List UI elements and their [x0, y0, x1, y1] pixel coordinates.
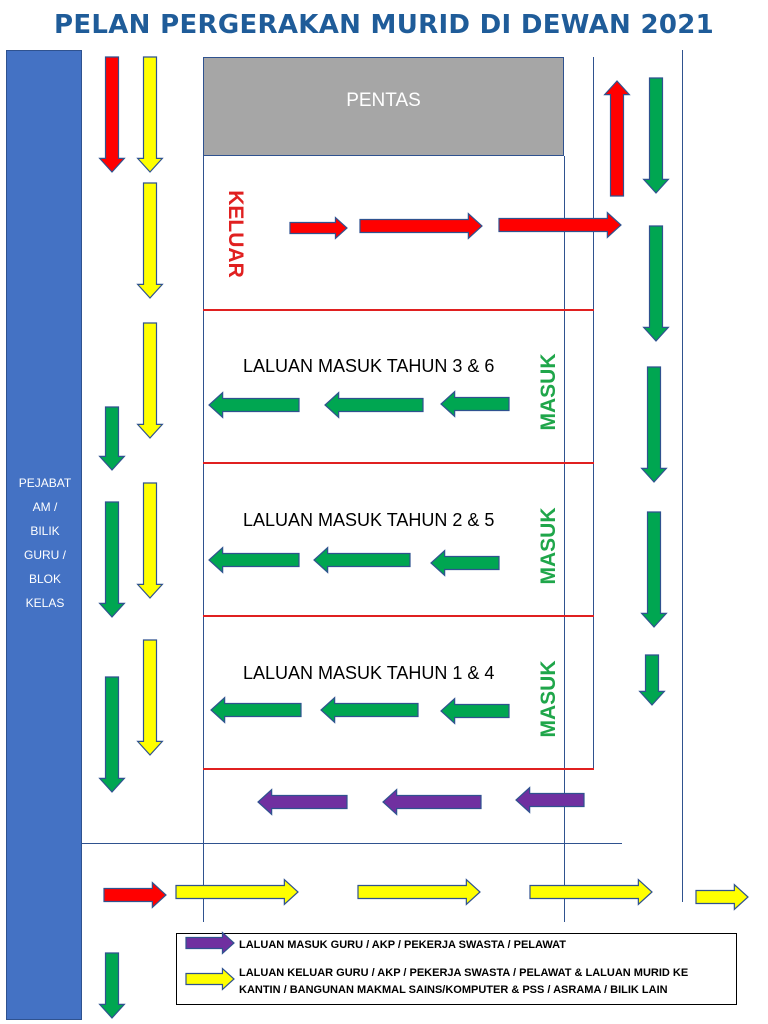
front-corridor-line — [82, 843, 622, 844]
legend: LALUAN MASUK GURU / AKP / PEKERJA SWASTA… — [176, 933, 737, 1005]
arrow-down — [136, 639, 164, 756]
arrow-right — [185, 931, 235, 955]
arrow-down — [136, 322, 164, 439]
arrow-down — [640, 366, 668, 483]
lane-divider — [203, 462, 594, 464]
hall-left-wall — [203, 156, 204, 922]
arrow-left — [208, 546, 300, 574]
arrow-right — [359, 212, 483, 240]
arrow-left — [320, 696, 419, 724]
legend-purple-text: LALUAN MASUK GURU / AKP / PEKERJA SWASTA… — [239, 939, 566, 951]
arrow-right — [357, 878, 481, 906]
arrow-left — [324, 391, 424, 419]
arrow-down — [98, 952, 126, 1019]
arrow-down — [98, 406, 126, 471]
arrow-left — [440, 697, 510, 725]
sidebar-label: PEJABAT AM / BILIK GURU / BLOK KELAS — [18, 476, 72, 610]
arrow-right — [498, 211, 622, 239]
arrow-down — [642, 225, 670, 342]
arrow-left — [208, 391, 300, 419]
arrow-down — [98, 501, 126, 618]
lane-divider — [203, 309, 594, 311]
arrow-down — [136, 182, 164, 299]
arrow-up — [603, 80, 631, 197]
arrow-left — [440, 390, 510, 418]
lane-divider — [203, 768, 594, 770]
lane-label: LALUAN MASUK TAHUN 2 & 5 — [243, 510, 495, 530]
stage-label: PENTAS — [346, 90, 421, 111]
arrow-right — [695, 883, 749, 911]
arrow-right — [103, 881, 167, 909]
arrow-down — [640, 511, 668, 628]
arrow-down — [98, 56, 126, 173]
hall-right-wall — [564, 156, 565, 922]
arrow-right — [289, 216, 348, 240]
arrow-down — [136, 482, 164, 599]
legend-yellow-text: LALUAN KELUAR GURU / AKP / PEKERJA SWAST… — [239, 967, 689, 996]
arrow-left — [313, 546, 411, 574]
arrow-left — [382, 788, 482, 816]
arrow-right — [529, 878, 653, 906]
lane-divider — [203, 615, 594, 617]
arrow-left — [257, 788, 348, 816]
arrow-left — [515, 786, 585, 814]
lane-label: LALUAN MASUK TAHUN 3 & 6 — [243, 356, 495, 376]
arrow-down — [638, 654, 666, 706]
arrow-right — [175, 878, 299, 906]
sidebar-office-block: PEJABAT AM / BILIK GURU / BLOK KELAS — [6, 50, 82, 1020]
arrow-down — [136, 56, 164, 173]
page-title: PELAN PERGERAKAN MURID DI DEWAN 2021 — [53, 10, 715, 40]
arrow-down — [642, 77, 670, 194]
lane-label: LALUAN MASUK TAHUN 1 & 4 — [243, 663, 495, 683]
stage-area: PENTAS — [203, 57, 564, 156]
arrow-left — [430, 549, 500, 577]
arrow-down — [98, 676, 126, 793]
arrow-right — [185, 967, 235, 991]
outer-corridor-line — [682, 50, 683, 902]
arrow-left — [210, 696, 302, 724]
lane-right-boundary — [593, 57, 594, 770]
